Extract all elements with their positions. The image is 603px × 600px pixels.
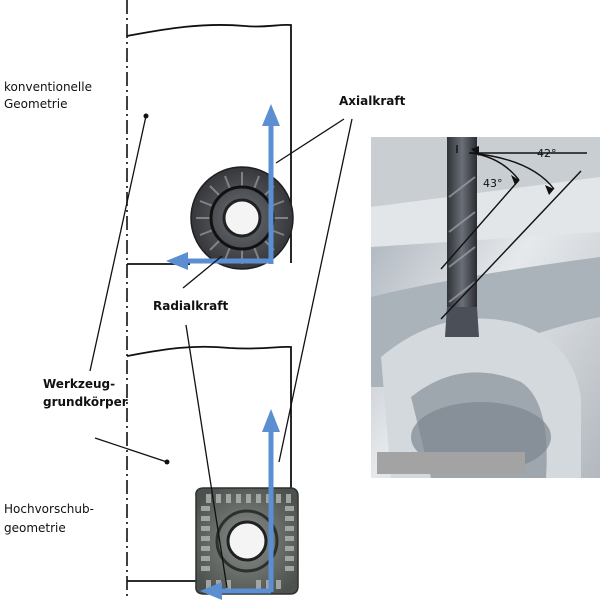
- tool-body-label-line1: Werkzeug-: [43, 377, 116, 391]
- angle-42-label: 42°: [537, 147, 557, 160]
- upper-force-arrows: [166, 104, 280, 270]
- angle-43-label: 43°: [483, 177, 503, 190]
- axial-force-label: Axialkraft: [339, 94, 406, 108]
- milling-photo-art: [371, 137, 600, 478]
- lower-force-arrows: [200, 409, 280, 600]
- upper-tool-outline: [126, 23, 292, 263]
- leader-lines: [89, 115, 353, 589]
- conventional-label-line1: konventionelle: [4, 80, 92, 94]
- lower-tool-outline: [126, 345, 292, 580]
- conventional-label-line2: Geometrie: [4, 97, 68, 111]
- radial-force-label: Radialkraft: [153, 299, 229, 313]
- tool-body-label-line2: grundkörper: [43, 395, 128, 409]
- square-insert-image: [195, 487, 299, 595]
- high-feed-label-line2: geometrie: [4, 521, 66, 535]
- milling-tool-photo: 43° 42°: [371, 137, 600, 478]
- round-insert-image: [190, 166, 294, 270]
- high-feed-label-line1: Hochvorschub-: [4, 502, 94, 516]
